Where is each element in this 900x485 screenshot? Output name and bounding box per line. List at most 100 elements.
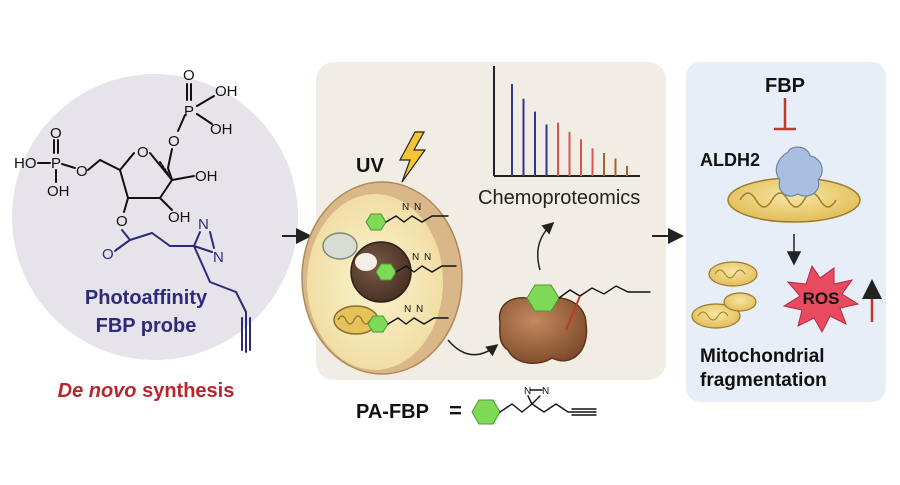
outcome-line2: fragmentation bbox=[700, 370, 827, 391]
mass-spectrum bbox=[493, 66, 640, 177]
aldh2-protein bbox=[775, 146, 823, 197]
atom-oh-ring1: OH bbox=[195, 168, 218, 185]
bond bbox=[193, 231, 201, 247]
right-panel: FBP ALDH2 ROS Mitochondrial fragmentatio… bbox=[686, 62, 886, 402]
bond bbox=[159, 197, 173, 211]
atom-o-ring: O bbox=[137, 144, 149, 161]
bond bbox=[235, 291, 247, 313]
fragment-mitochondrion-1 bbox=[708, 261, 758, 287]
bond bbox=[119, 169, 129, 199]
aldh2-label: ALDH2 bbox=[700, 150, 760, 170]
bond bbox=[209, 231, 215, 249]
mitochondrion-cristae bbox=[337, 315, 371, 325]
bond bbox=[209, 281, 237, 293]
atom-oh-left: OH bbox=[47, 183, 70, 200]
bond bbox=[149, 152, 173, 181]
probe-tether bbox=[385, 215, 413, 223]
atom-oh-ring2: OH bbox=[168, 209, 191, 226]
bond bbox=[123, 197, 129, 213]
protein-probe-tether bbox=[558, 285, 651, 299]
probe-n-label: N bbox=[404, 304, 411, 315]
bond bbox=[193, 245, 211, 283]
synthesis-rest: synthesis bbox=[137, 380, 235, 402]
atom-p-left: P bbox=[51, 155, 61, 172]
cell-probe-1: N N bbox=[365, 202, 449, 231]
equals-sign: = bbox=[449, 398, 462, 423]
atom-o-left: O bbox=[50, 125, 62, 142]
probe-n-label: N bbox=[412, 252, 419, 263]
synthesis-italic: De novo bbox=[58, 380, 137, 402]
middle-panel: Chemoproteomics UV N N N N bbox=[301, 62, 666, 425]
bond bbox=[167, 148, 173, 169]
atom-ho-left: HO bbox=[14, 155, 37, 172]
fbp-hexagon-icon bbox=[471, 399, 501, 425]
atom-o-top: O bbox=[183, 67, 195, 84]
curved-arrow-to-spectrum bbox=[537, 221, 555, 271]
bond bbox=[61, 163, 76, 169]
spectrum-peaks bbox=[511, 84, 628, 176]
atom-n2: N bbox=[213, 249, 224, 266]
large-mitochondrion-cristae bbox=[739, 192, 837, 208]
probe-name-line1: Photoaffinity bbox=[85, 287, 208, 309]
fragment-cristae-1 bbox=[714, 269, 746, 279]
nucleolus bbox=[355, 253, 377, 271]
fragment-cristae-2 bbox=[697, 311, 729, 321]
ros-label: ROS bbox=[803, 289, 840, 308]
atom-p-top: P bbox=[184, 103, 194, 120]
probe-tail bbox=[413, 317, 449, 325]
cell-probe-3: N N bbox=[367, 304, 449, 333]
probe-tether bbox=[387, 317, 415, 325]
fbp-hexagon-icon bbox=[367, 315, 389, 333]
bond bbox=[121, 229, 131, 241]
atom-n1: N bbox=[198, 216, 209, 233]
equation-tether bbox=[499, 403, 533, 413]
lightning-bolt-icon bbox=[398, 131, 427, 183]
uv-label: UV bbox=[356, 155, 384, 177]
atom-o-link-left: O bbox=[76, 163, 88, 180]
bond bbox=[193, 245, 213, 253]
fragment-mitochondrion-2 bbox=[691, 303, 741, 329]
bond bbox=[159, 179, 173, 199]
probe-tail bbox=[411, 215, 449, 223]
diazirine-bond bbox=[531, 395, 541, 405]
equation-n2: N bbox=[542, 386, 549, 397]
synthesis-label: De novo synthesis bbox=[58, 380, 235, 402]
diazirine-bond bbox=[527, 395, 533, 405]
cell-probe-2: N N bbox=[375, 252, 457, 281]
bond bbox=[196, 113, 213, 125]
curved-arrow-to-protein bbox=[447, 339, 499, 357]
bond bbox=[151, 232, 171, 247]
bond bbox=[196, 95, 215, 107]
probe-n-label: N bbox=[416, 304, 423, 315]
pa-fbp-label: PA-FBP bbox=[356, 401, 429, 423]
ros-burst bbox=[782, 264, 860, 334]
bond bbox=[114, 241, 128, 252]
fbp-hexagon-icon bbox=[365, 213, 387, 231]
equation-n1: N bbox=[524, 386, 531, 397]
probe-n-label: N bbox=[414, 202, 421, 213]
crosslink-bond bbox=[565, 295, 581, 331]
fbp-hexagon-icon bbox=[375, 263, 397, 281]
bond bbox=[87, 159, 101, 171]
chemoproteomics-label: Chemoproteomics bbox=[478, 187, 640, 209]
outcome-line1: Mitochondrial bbox=[700, 346, 825, 367]
atom-oh-top2: OH bbox=[210, 121, 233, 138]
atom-o-link-top: O bbox=[168, 133, 180, 150]
probe-tail bbox=[421, 265, 457, 273]
atom-oh-top1: OH bbox=[215, 83, 238, 100]
probe-n-label: N bbox=[424, 252, 431, 263]
probe-tether bbox=[395, 265, 423, 273]
bond bbox=[177, 114, 186, 132]
bond bbox=[171, 175, 195, 181]
left-panel: O P OH OH O O OH OH O P O HO O bbox=[12, 67, 298, 402]
fragment-mitochondrion-3 bbox=[723, 292, 757, 312]
probe-n-label: N bbox=[402, 202, 409, 213]
atom-o-carbonyl: O bbox=[102, 246, 114, 263]
fbp-label: FBP bbox=[765, 75, 805, 97]
vacuole bbox=[322, 232, 358, 260]
bond bbox=[99, 159, 121, 171]
equation-tail bbox=[531, 403, 597, 413]
probe-name-line2: FBP probe bbox=[96, 315, 197, 337]
bond bbox=[129, 232, 153, 241]
